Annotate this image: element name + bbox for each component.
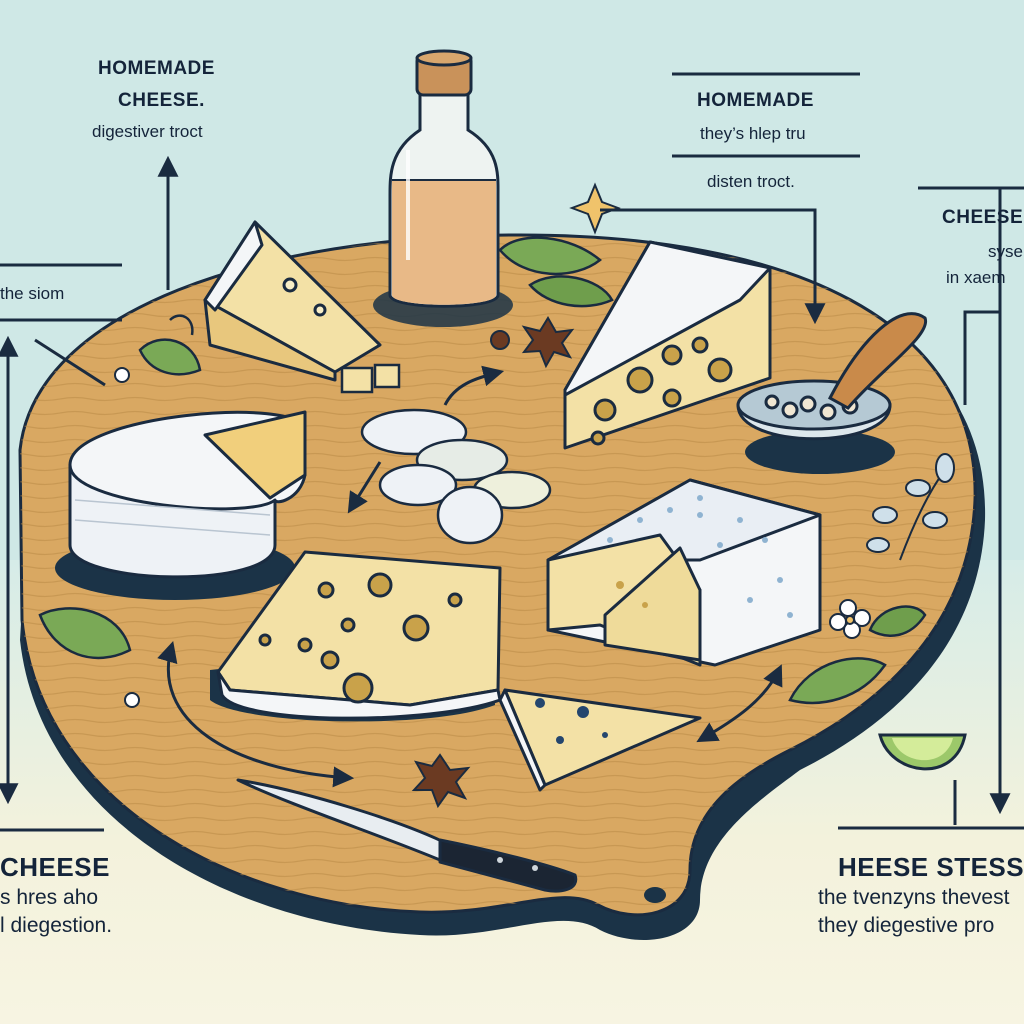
flower-icon <box>124 692 140 708</box>
cheese-wheel-brie <box>55 410 307 600</box>
cucumber-slices <box>360 408 552 545</box>
cheese-wedge-small <box>498 688 702 792</box>
label-top-center-sub2: disten troct. <box>707 172 795 191</box>
bowl-icon <box>736 312 928 474</box>
label-bottom-right-sub1: the tvenzyns thevest <box>818 886 1010 909</box>
label-top-left-title2: CHEESE. <box>118 90 205 111</box>
cheese-wedge-top-left <box>203 220 382 382</box>
callout-arrows <box>0 72 1024 832</box>
label-right-mid-sub1: syse <box>988 242 1023 261</box>
label-bottom-right-sub2: they diegestive pro <box>818 914 995 937</box>
star-anise-icon <box>521 316 575 369</box>
flower-icon <box>829 599 871 639</box>
oil-bottle-icon <box>373 49 513 327</box>
label-top-left-sub: digestiver troct <box>92 122 203 141</box>
spice-icon <box>490 330 510 350</box>
label-right-mid-sub2: in xaem <box>946 268 1006 287</box>
cheese-cube <box>373 363 401 389</box>
label-top-left-title: HOMEMADE <box>98 58 215 79</box>
star-anise-icon <box>411 753 471 809</box>
lime-icon <box>878 733 967 771</box>
label-top-center-sub1: they’s hlep tru <box>700 124 806 143</box>
knife-icon <box>236 778 578 893</box>
flower-icon <box>114 367 130 383</box>
leaf-icon <box>498 236 614 308</box>
leaf-icon <box>138 314 202 376</box>
label-bottom-left-sub2: l diegestion. <box>0 914 113 937</box>
label-right-mid-title: CHEESE <box>942 207 1024 228</box>
handle-hole <box>644 887 666 903</box>
cheese-block-blue <box>546 478 822 667</box>
star-sparkle-icon <box>569 182 621 235</box>
cheese-cube <box>340 366 374 394</box>
leaf-icon <box>38 605 927 705</box>
label-top-center-title: HOMEMADE <box>697 90 814 111</box>
label-bottom-left-title: CHEESE <box>0 852 110 882</box>
herb-sprig-icon <box>866 453 955 561</box>
cheese-wedge-swiss <box>563 240 772 450</box>
label-bottom-right-title: HEESE STESS <box>838 852 1024 882</box>
label-bottom-left-sub1: s hres aho <box>0 886 99 909</box>
label-left-mid: the siom <box>0 284 65 303</box>
